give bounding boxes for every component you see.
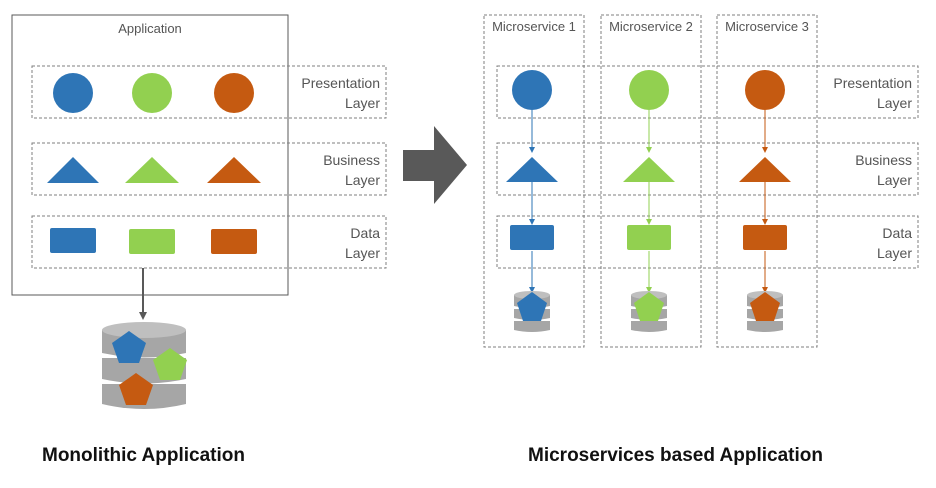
mono-orange-triangle <box>207 157 261 183</box>
microservices-caption: Microservices based Application <box>528 445 823 466</box>
ms2-circle <box>629 70 669 110</box>
ms-presentation-label-2: Layer <box>877 95 912 111</box>
ms1-database-icon <box>514 291 550 332</box>
ms2-pentagon <box>634 292 664 321</box>
mono-orange-rect <box>211 229 257 254</box>
application-title: Application <box>118 21 182 36</box>
ms2-triangle <box>623 157 675 182</box>
service-1-stack <box>506 70 558 332</box>
mono-business-label-1: Business <box>323 152 380 168</box>
ms3-triangle <box>739 157 791 182</box>
ms1-circle <box>512 70 552 110</box>
ms3-circle <box>745 70 785 110</box>
service-column-1 <box>483 14 585 348</box>
mono-orange-circle <box>214 73 254 113</box>
mono-db-blue-pentagon <box>112 331 146 363</box>
transition-arrow <box>403 126 467 204</box>
mono-blue-circle <box>53 73 93 113</box>
ms1-pentagon <box>517 292 547 321</box>
ms-data-layer-box <box>496 215 919 269</box>
mono-database-icon <box>102 322 187 409</box>
mono-business-layer-box <box>31 142 387 196</box>
ms-presentation-label-1: Presentation <box>833 75 912 91</box>
ms-data-label-2: Layer <box>877 245 912 261</box>
mono-db-green-pentagon <box>153 348 187 380</box>
mono-presentation-label-2: Layer <box>345 95 380 111</box>
ms-data-label-1: Data <box>882 225 912 241</box>
monolith-caption: Monolithic Application <box>42 445 245 466</box>
ms2-rect <box>627 225 671 250</box>
ms-presentation-layer-box <box>496 65 919 119</box>
mono-data-layer-box <box>31 215 387 269</box>
mono-blue-triangle <box>47 157 99 183</box>
service-title-2: Microservice 2 <box>609 19 693 34</box>
ms-business-label-1: Business <box>855 152 912 168</box>
ms3-database-icon <box>747 291 783 332</box>
mono-blue-rect <box>50 228 96 253</box>
mono-green-circle <box>132 73 172 113</box>
application-frame <box>11 14 289 296</box>
service-title-3: Microservice 3 <box>725 19 809 34</box>
mono-green-triangle <box>125 157 179 183</box>
ms-business-layer-box <box>496 142 919 196</box>
ms-business-label-2: Layer <box>877 172 912 188</box>
mono-presentation-label-1: Presentation <box>301 75 380 91</box>
microservices-section: Microservice 1 Microservice 2 Microservi… <box>483 14 919 466</box>
mono-business-label-2: Layer <box>345 172 380 188</box>
service-column-3 <box>716 14 818 348</box>
ms2-database-icon <box>631 291 667 332</box>
service-title-1: Microservice 1 <box>492 19 576 34</box>
mono-presentation-layer-box <box>31 65 387 119</box>
ms3-pentagon <box>750 292 780 321</box>
monolith-section: Application Presentation Layer Business … <box>11 14 387 466</box>
ms3-rect <box>743 225 787 250</box>
service-2-stack <box>623 70 675 332</box>
mono-data-label-1: Data <box>350 225 380 241</box>
ms1-triangle <box>506 157 558 182</box>
mono-data-label-2: Layer <box>345 245 380 261</box>
service-column-2 <box>600 14 702 348</box>
mono-green-rect <box>129 229 175 254</box>
ms1-rect <box>510 225 554 250</box>
mono-db-orange-pentagon <box>119 373 153 405</box>
service-3-stack <box>739 70 791 332</box>
